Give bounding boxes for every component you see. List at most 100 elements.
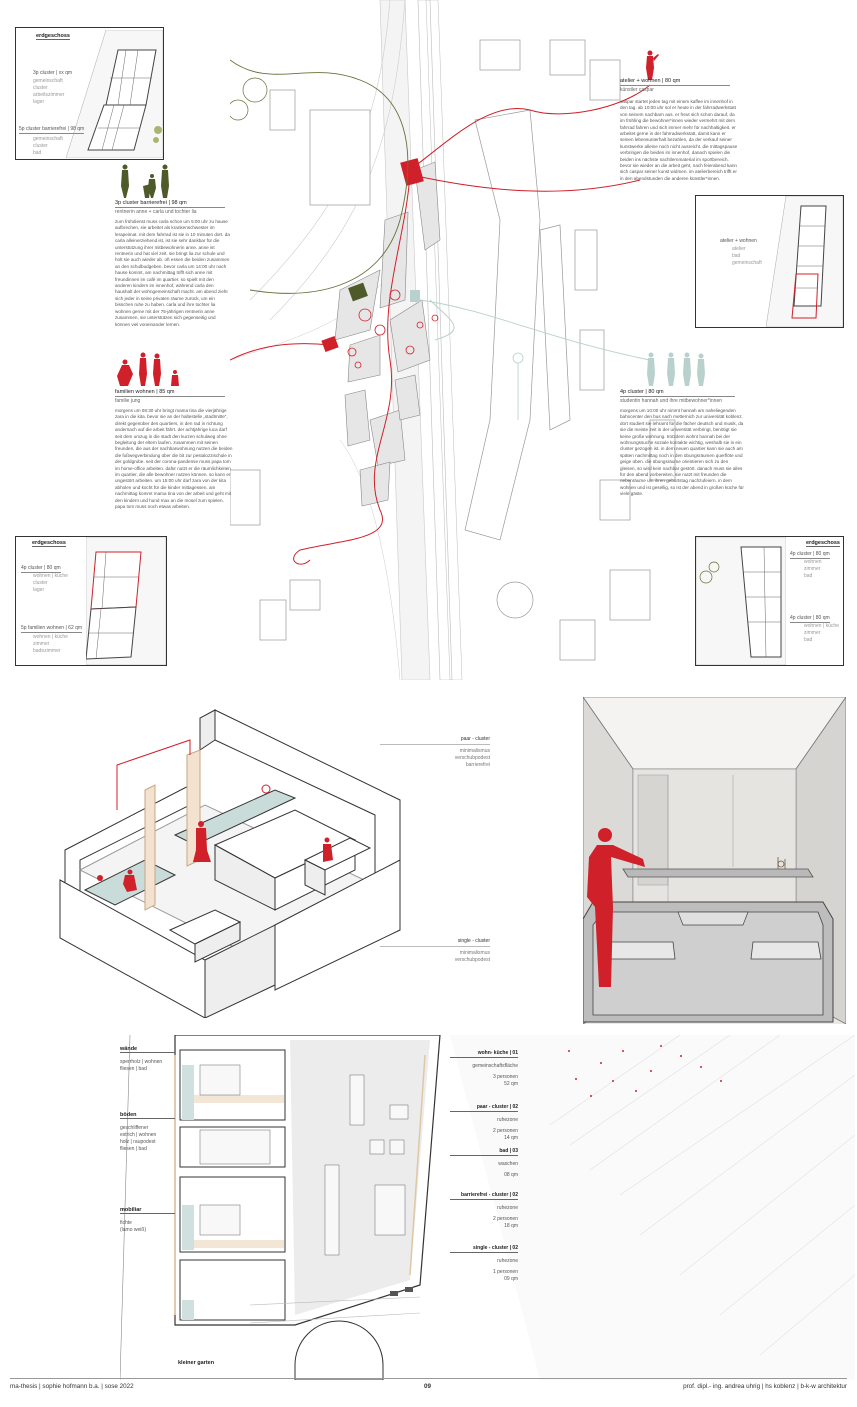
plan-box-mid-left: erdgeschoss 4p cluster | 80 qm wohnen | … <box>15 536 167 666</box>
story-text: morgens um 10:00 uhr nimmt hannah am nah… <box>620 408 744 497</box>
room-legend-4: barrierefrei - cluster | 02 ruhezone 2 p… <box>450 1192 518 1229</box>
room-legend-5: single - cluster | 02 ruhezone 1 persone… <box>450 1245 518 1282</box>
story-text: morgens um 08:30 uhr bringt mama tina di… <box>115 408 233 510</box>
legend-item: lager <box>33 587 45 593</box>
legend-item: gemeinschaft <box>33 78 63 84</box>
legend-item: cluster <box>33 143 48 149</box>
room-line: waschen <box>498 1160 518 1167</box>
room-line: 18 qm <box>504 1222 518 1229</box>
artist-figure-icon <box>646 50 659 80</box>
box-floor-label: erdgeschoss <box>36 33 70 40</box>
legend-line: fichte <box>120 1220 132 1226</box>
room-line: 09 qm <box>504 1275 518 1282</box>
iso-label-item: verschubpodest <box>454 957 490 963</box>
plan-legend-left: böden geschliffener estrich | wohnen hol… <box>120 1112 175 1153</box>
room-line: 1 personen <box>492 1269 518 1275</box>
room-line: 2 personen <box>492 1128 518 1134</box>
legend-item: gemeinschaft <box>33 136 63 142</box>
story-text: caspar startet jeden tag mit einem kaffe… <box>620 99 738 181</box>
legend-item: cluster <box>33 580 48 586</box>
legend-item: gemeinschaft <box>732 260 762 266</box>
story-subtitle: studentin hannah und ihre mitbewohner*in… <box>620 398 723 404</box>
legend-item: zimmer <box>33 641 50 647</box>
legend-item: bad <box>33 150 42 156</box>
room-legend-1: wohn- küche | 01 gemeinschaftsfläche 3 p… <box>450 1050 518 1087</box>
room-title: paar - cluster | 02 <box>476 1104 518 1110</box>
plan-legend-left: mobiliar fichte (lamo weiß) <box>120 1207 175 1234</box>
plan-box-top-right: atelier + wohnen atelier bad gemeinschaf… <box>695 195 844 328</box>
room-title: single - cluster | 02 <box>472 1245 518 1251</box>
legend-item: badezimmer <box>33 648 61 654</box>
plan-box-mid-right: erdgeschoss 4p cluster | 80 qm wohnen zi… <box>695 536 844 666</box>
family-figures-icon <box>117 352 179 386</box>
iso-label-title: paar - cluster <box>460 736 490 742</box>
iso-label-item: minimalismus <box>459 748 490 754</box>
cluster-label: 5p cluster barrierefrei | 98 qm <box>19 126 85 134</box>
legend-line: fliesen | bad <box>120 1146 147 1152</box>
legend-line: sperrholz | wohnen <box>120 1059 163 1065</box>
story-title: 4p cluster | 80 qm <box>620 389 735 397</box>
legend-item: wohnen <box>804 559 822 565</box>
interior-render <box>582 695 847 1025</box>
legend-line: fliesen | bad <box>120 1066 147 1072</box>
room-line: ruhezone <box>497 1204 518 1211</box>
footer-rule <box>10 1378 847 1379</box>
legend-item: cluster <box>33 85 48 91</box>
legend-item: bad <box>732 253 741 259</box>
story-subtitle: rentnerin anne + carla und tochter lia <box>115 209 197 215</box>
story-title: familien wohnen | 85 qm <box>115 389 225 397</box>
box-floor-label: erdgeschoss <box>32 540 66 547</box>
students-figures-icon <box>647 352 705 386</box>
legend-item: zimmer <box>804 566 821 572</box>
legend-item: bad <box>804 573 813 579</box>
cluster-label: 4p cluster | 80 qm <box>790 551 830 559</box>
plan-legend-left: wände sperrholz | wohnen fliesen | bad <box>120 1046 175 1073</box>
legend-item: atelier <box>732 246 746 252</box>
legend-line: estrich | wohnen <box>120 1132 157 1138</box>
legend-title: wände <box>120 1046 175 1053</box>
room-line: gemeinschaftsfläche <box>472 1062 518 1069</box>
room-line: ruhezone <box>497 1116 518 1123</box>
iso-label-item: minimalismus <box>459 950 490 956</box>
legend-item: wohnen | küche <box>804 623 839 629</box>
people-figures-icon <box>121 164 169 198</box>
footer-left: ma-thesis | sophie hofmann b.a. | sose 2… <box>10 1383 134 1390</box>
cluster-label: 4p cluster | 80 qm <box>21 565 61 573</box>
iso-label-title: single - cluster <box>457 938 490 944</box>
cluster-label: 5p familien wohnen | 62 qm <box>21 625 83 633</box>
legend-item: lager <box>33 99 45 105</box>
iso-label-item: barrierefrei <box>465 762 490 768</box>
room-line: 3 personen <box>492 1074 518 1080</box>
room-legend-3: bad | 03 waschen 08 qm <box>450 1148 518 1179</box>
room-line: 14 qm <box>504 1134 518 1141</box>
legend-item: arbeitszimmer <box>33 92 65 98</box>
cluster-label: 4p cluster | 80 qm <box>790 615 830 623</box>
iso-label-item: verschubpodest <box>454 755 490 761</box>
plan-box-top-left: erdgeschoss 3p cluster | xx qm gemeinsch… <box>15 27 164 160</box>
legend-item: bad <box>804 637 813 643</box>
story-subtitle: künstler caspar <box>620 87 654 93</box>
legend-line: (lamo weiß) <box>120 1227 147 1233</box>
story-title: 3p cluster barrierefrei | 98 qm <box>115 200 225 208</box>
room-title: bad | 03 <box>499 1148 518 1154</box>
room-legend-2: paar - cluster | 02 ruhezone 2 personen … <box>450 1104 518 1141</box>
room-line: 2 personen <box>492 1216 518 1222</box>
story-title: atelier + wohnen | 80 qm <box>620 78 730 86</box>
box-floor-label: erdgeschoss <box>806 540 840 547</box>
box-label: atelier + wohnen <box>720 238 757 244</box>
legend-title: böden <box>120 1112 175 1119</box>
garden-label: kleiner garten <box>178 1360 215 1366</box>
room-title: wohn- küche | 01 <box>477 1050 518 1056</box>
isometric-drawing <box>55 700 415 1019</box>
story-text: zum frühdienst muss carla schon um 5:00 … <box>115 219 230 327</box>
site-plan <box>227 0 690 681</box>
legend-line: holz | raupodest <box>120 1139 156 1145</box>
room-line: 08 qm <box>504 1172 518 1178</box>
legend-item: wohnen | küche <box>33 634 68 640</box>
legend-item: wohnen | küche <box>33 573 68 579</box>
legend-title: mobiliar <box>120 1207 175 1214</box>
legend-line: geschliffener <box>120 1125 149 1131</box>
floor-plan <box>119 1034 856 1381</box>
story-subtitle: familie jung <box>115 398 141 404</box>
room-line: ruhezone <box>497 1257 518 1264</box>
